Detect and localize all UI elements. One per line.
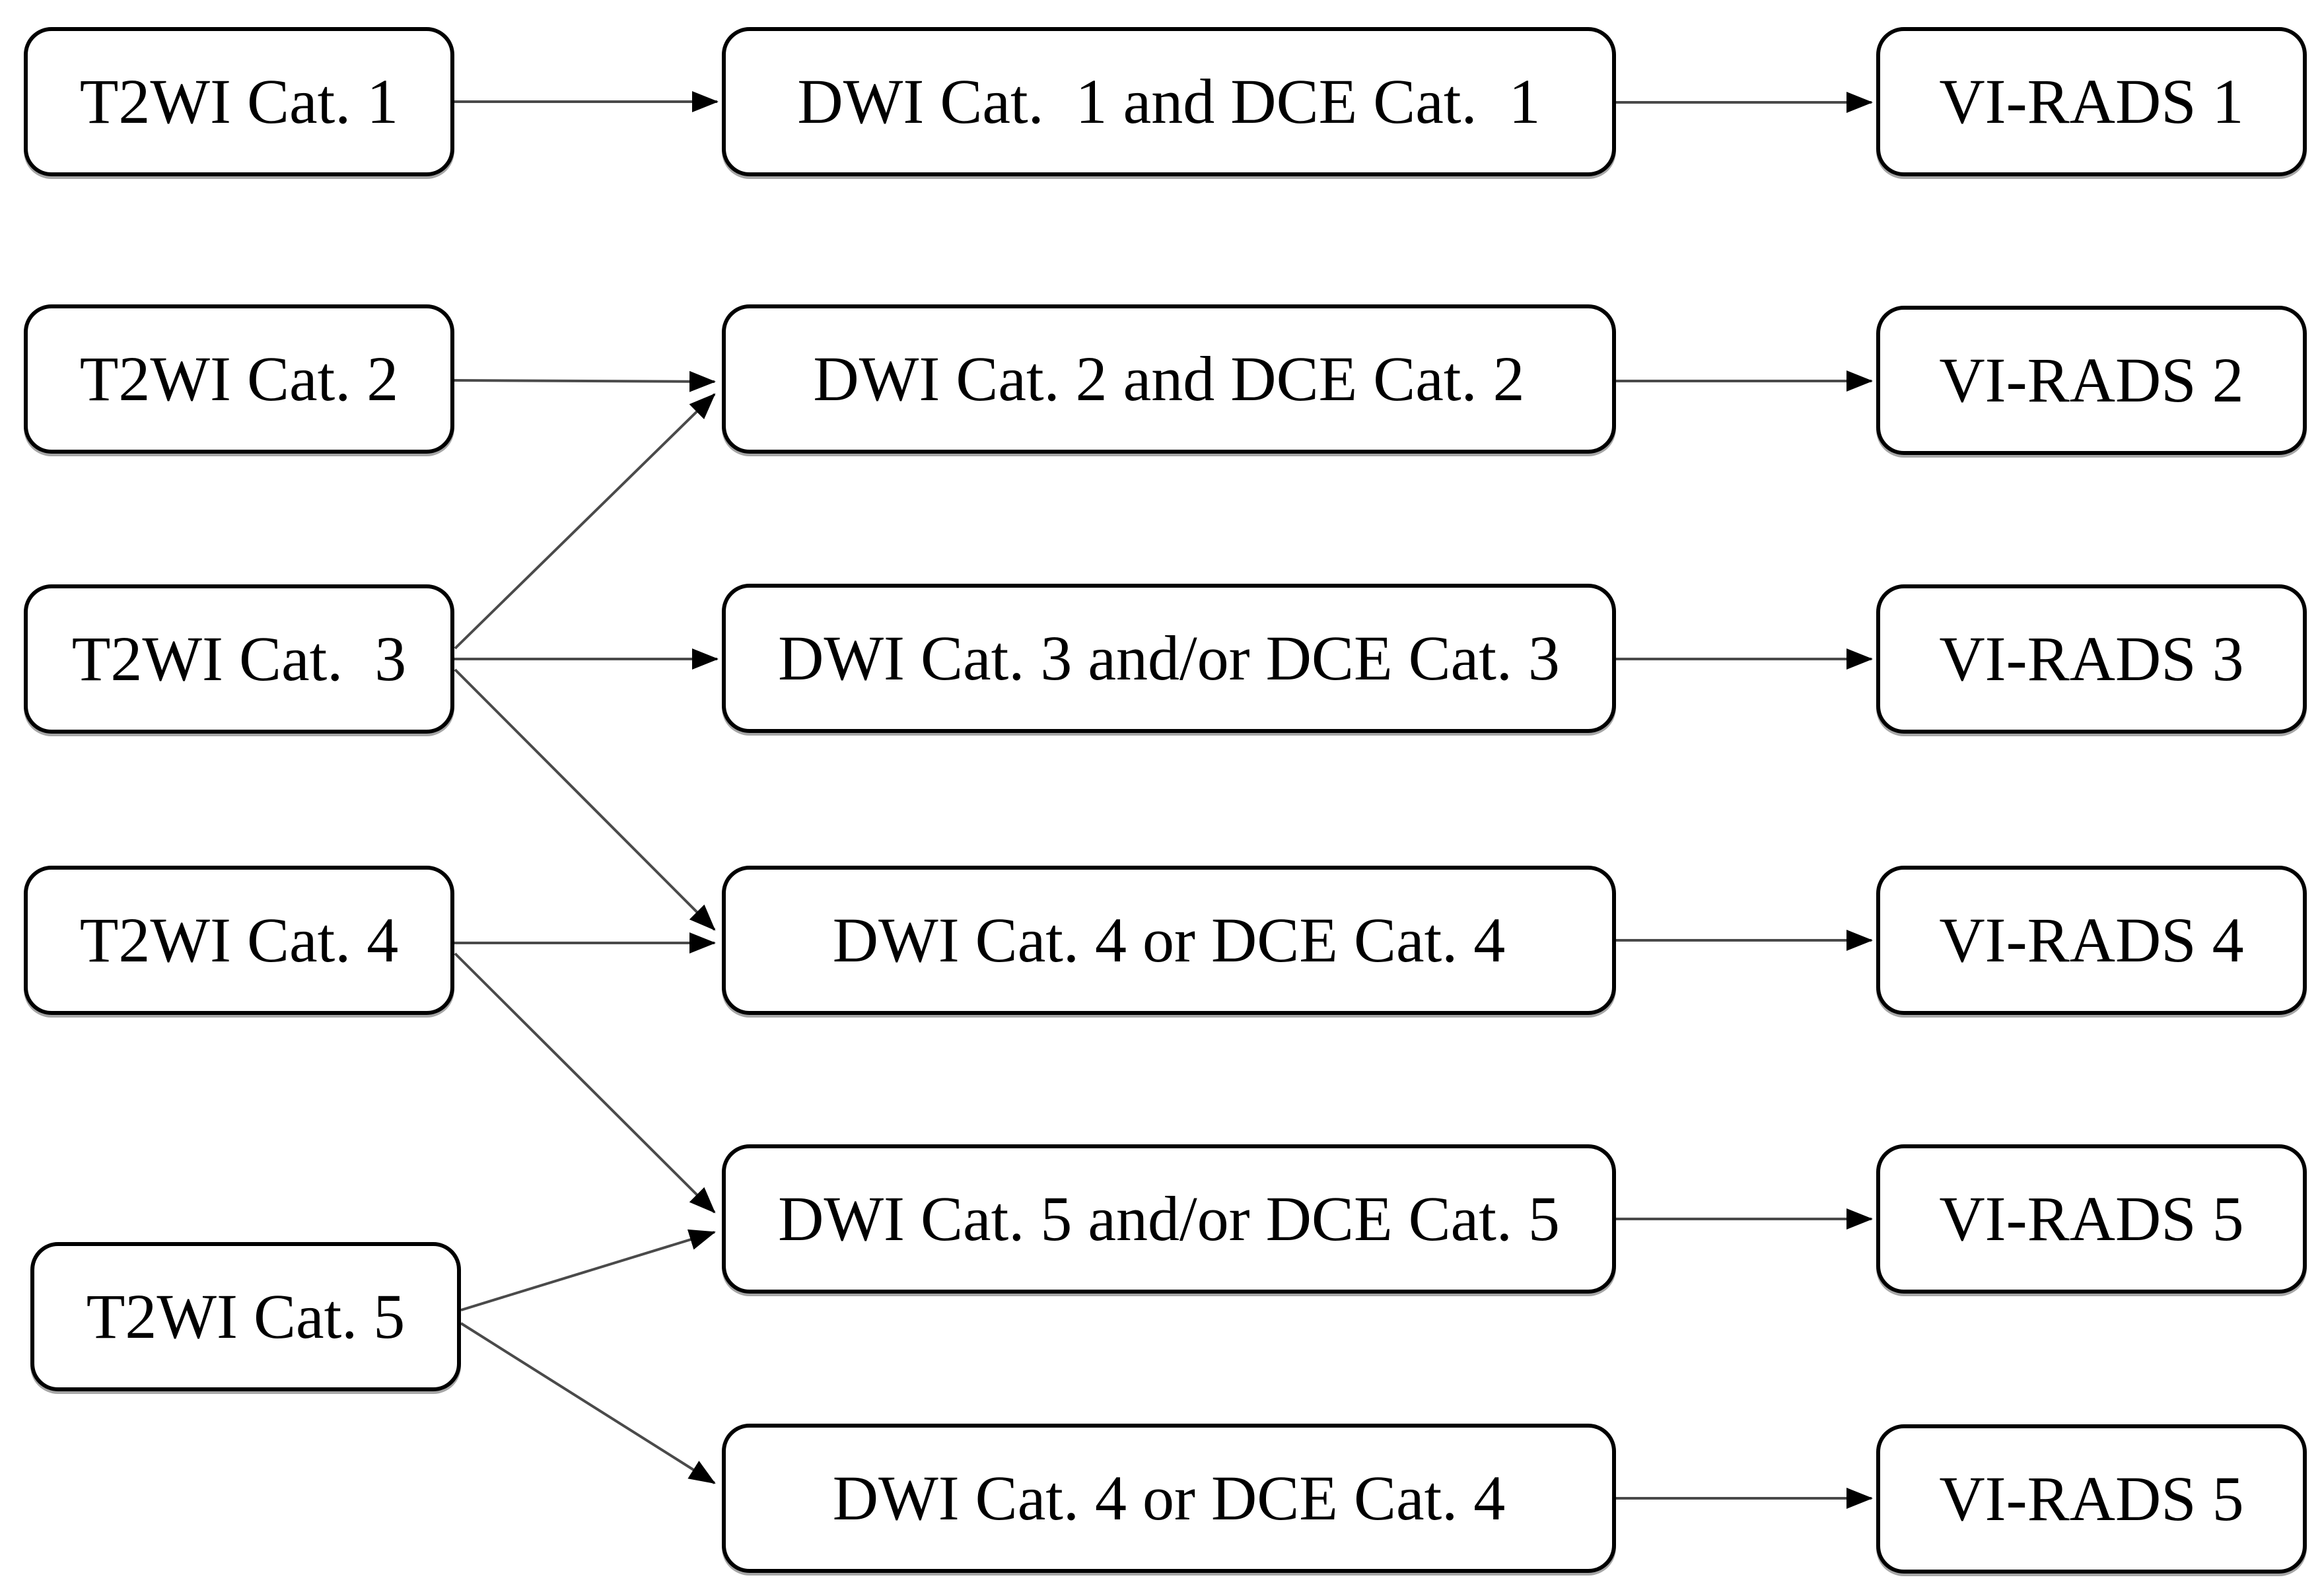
node-dwi-dce-6-label: DWI Cat. 4 or DCE Cat. 4 [832,1463,1506,1533]
node-virads-3: VI-RADS 3 [1876,584,2307,734]
edge-t2wi5-dwi_dce5 [460,1229,716,1311]
node-virads-2: VI-RADS 2 [1876,306,2307,455]
node-t2wi-cat-1: T2WI Cat. 1 [24,27,454,176]
node-dwi-dce-1: DWI Cat. 1 and DCE Cat. 1 [722,27,1616,176]
node-dwi-dce-4-label: DWI Cat. 4 or DCE Cat. 4 [832,905,1506,975]
edge-t2wi3-dwi_dce2 [454,393,716,650]
node-virads-3-label: VI-RADS 3 [1939,623,2244,694]
node-virads-4: VI-RADS 4 [1876,866,2307,1015]
edge-t2wi2-dwi_dce2 [454,370,716,392]
node-virads-2-label: VI-RADS 2 [1939,345,2244,415]
node-dwi-dce-6: DWI Cat. 4 or DCE Cat. 4 [722,1424,1616,1573]
node-t2wi-cat-1-label: T2WI Cat. 1 [79,66,399,137]
node-dwi-dce-4: DWI Cat. 4 or DCE Cat. 4 [722,866,1616,1015]
node-virads-5-label: VI-RADS 5 [1939,1183,2244,1254]
node-virads-4-label: VI-RADS 4 [1939,905,2244,975]
node-t2wi-cat-2-label: T2WI Cat. 2 [79,343,399,414]
node-t2wi-cat-4-label: T2WI Cat. 4 [79,905,399,975]
node-t2wi-cat-2: T2WI Cat. 2 [24,304,454,454]
node-dwi-dce-5-label: DWI Cat. 5 and/or DCE Cat. 5 [778,1183,1560,1254]
node-t2wi-cat-3-label: T2WI Cat. 3 [71,623,407,694]
node-t2wi-cat-4: T2WI Cat. 4 [24,866,454,1015]
node-dwi-dce-3: DWI Cat. 3 and/or DCE Cat. 3 [722,584,1616,733]
node-virads-5: VI-RADS 5 [1876,1144,2307,1294]
node-t2wi-cat-3: T2WI Cat. 3 [24,584,454,734]
node-virads-1: VI-RADS 1 [1876,27,2307,176]
node-dwi-dce-5: DWI Cat. 5 and/or DCE Cat. 5 [722,1144,1616,1294]
node-dwi-dce-2: DWI Cat. 2 and DCE Cat. 2 [722,304,1616,454]
node-t2wi-cat-5-label: T2WI Cat. 5 [86,1281,405,1352]
node-t2wi-cat-5: T2WI Cat. 5 [30,1242,461,1391]
node-virads-5b: VI-RADS 5 [1876,1424,2307,1574]
node-virads-1-label: VI-RADS 1 [1939,66,2244,137]
node-dwi-dce-1-label: DWI Cat. 1 and DCE Cat. 1 [797,66,1541,137]
node-dwi-dce-2-label: DWI Cat. 2 and DCE Cat. 2 [813,343,1525,414]
edge-t2wi4-dwi_dce5 [454,952,716,1214]
edge-t2wi3-dwi_dce4 [454,668,716,931]
node-virads-5b-label: VI-RADS 5 [1939,1463,2244,1534]
edge-t2wi5-dwi_dce6 [460,1322,716,1484]
node-dwi-dce-3-label: DWI Cat. 3 and/or DCE Cat. 3 [778,623,1560,693]
